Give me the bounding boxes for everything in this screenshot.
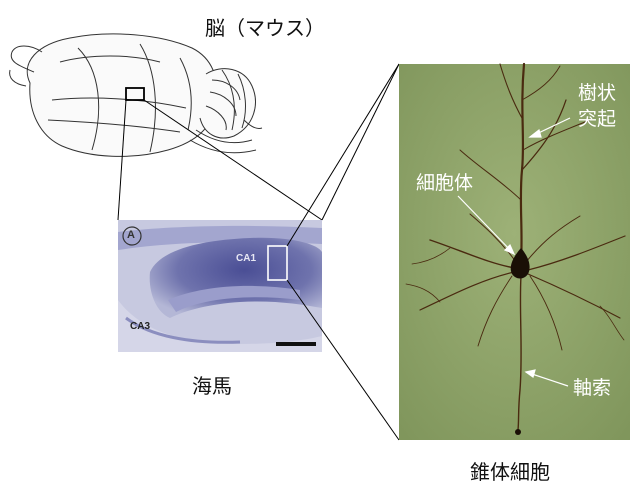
ca1-label: CA1 — [236, 253, 256, 264]
ca3-label: CA3 — [130, 321, 150, 332]
axon-label: 軸索 — [573, 375, 611, 401]
zoom-line-bottom — [287, 280, 399, 440]
dendrite-label-line1: 樹状 — [578, 80, 616, 106]
scale-bar — [276, 342, 316, 346]
zoom-line-cross — [322, 64, 399, 220]
neuron-caption: 錐体細胞 — [470, 456, 550, 485]
dendrite-label-line2: 突起 — [578, 106, 616, 132]
panel-letter: A — [127, 229, 135, 241]
zoom-line-top — [287, 64, 399, 246]
cerebrum-outline — [27, 34, 217, 156]
soma-label: 細胞体 — [416, 170, 473, 196]
hippocampus-caption: 海馬 — [192, 370, 232, 399]
mouse-brain-drawing — [10, 34, 262, 156]
